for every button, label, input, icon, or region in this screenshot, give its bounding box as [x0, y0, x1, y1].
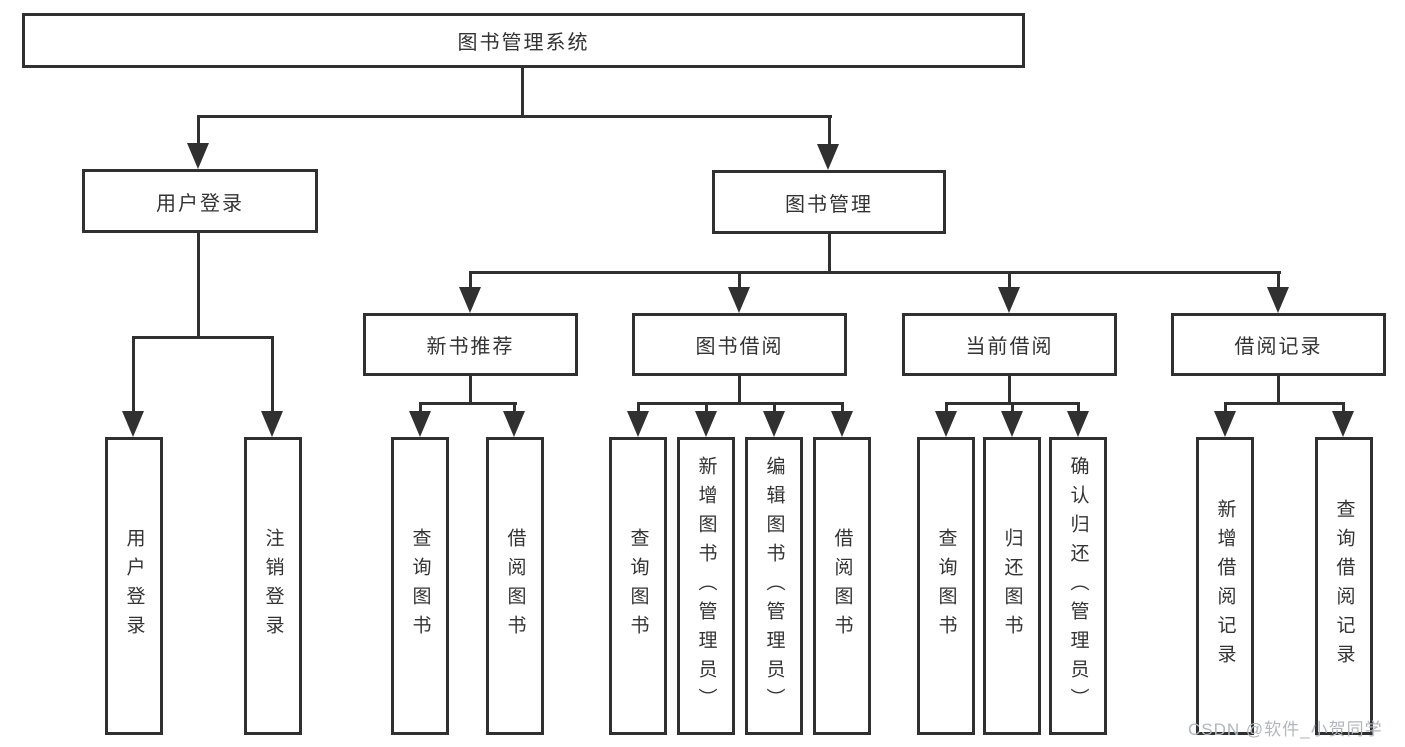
connector-drop-add-book [705, 402, 708, 414]
connector-borrow-record-trunk [1277, 376, 1280, 404]
arrow-to-confirm-return [1067, 411, 1089, 437]
connector-new-book-rec-branch [419, 402, 517, 405]
arrow-to-query-book-3 [935, 411, 957, 437]
connector-drop-new-book-rec [469, 271, 472, 290]
node-current-borrow-label: 当前借阅 [965, 336, 1054, 358]
leaf-borrow-book-2-label: 借阅图书 [831, 528, 853, 644]
connector-drop-user-login [197, 115, 200, 145]
arrow-to-borrow-book-2 [831, 411, 853, 437]
leaf-confirm-return: 确认归还（管理员） [1049, 437, 1107, 735]
connector-drop-edit-book [773, 402, 776, 414]
leaf-add-record: 新增借阅记录 [1196, 437, 1254, 735]
connector-drop-query-book-3 [945, 402, 948, 414]
arrow-to-add-book [695, 411, 717, 437]
connector-drop-leaf-logout [271, 336, 274, 413]
leaf-query-book-3-label: 查询图书 [935, 528, 957, 644]
arrow-to-book-borrow [728, 287, 750, 313]
connector-drop-book-mgmt [828, 115, 831, 146]
connector-user-login-branch [132, 336, 274, 339]
connector-new-book-rec-trunk [469, 376, 472, 404]
leaf-query-book-1: 查询图书 [391, 437, 449, 735]
leaf-user-login-label: 用户登录 [123, 528, 145, 644]
node-user-login-label: 用户登录 [156, 192, 244, 215]
connector-root-trunk [521, 66, 524, 117]
leaf-confirm-return-label: 确认归还（管理员） [1067, 455, 1089, 717]
arrow-to-query-book-2 [627, 411, 649, 437]
connector-drop-leaf-user-login [132, 336, 135, 413]
leaf-query-book-1-label: 查询图书 [409, 528, 431, 644]
connector-drop-return-book [1011, 402, 1014, 414]
connector-drop-book-borrow [738, 271, 741, 290]
arrow-to-query-record [1332, 411, 1354, 437]
leaf-return-book: 归还图书 [983, 437, 1041, 735]
arrow-to-leaf-logout [261, 411, 283, 437]
connector-current-borrow-trunk [1008, 376, 1011, 404]
leaf-borrow-book-1: 借阅图书 [486, 437, 544, 735]
connector-book-borrow-branch [637, 402, 844, 405]
leaf-borrow-book-2: 借阅图书 [813, 437, 871, 735]
connector-book-borrow-trunk [738, 376, 741, 404]
arrow-to-query-book-1 [409, 411, 431, 437]
node-root-label: 图书管理系统 [457, 32, 590, 54]
leaf-query-book-2: 查询图书 [609, 437, 667, 735]
leaf-add-book: 新增图书（管理员） [677, 437, 735, 735]
node-root: 图书管理系统 [22, 13, 1025, 68]
node-book-mgmt-label: 图书管理 [785, 193, 873, 216]
connector-drop-borrow-book-2 [841, 402, 844, 414]
connector-drop-query-record [1342, 402, 1345, 414]
connector-level1-branch [197, 115, 832, 118]
arrow-to-leaf-user-login [122, 411, 144, 437]
leaf-query-record-label: 查询借阅记录 [1333, 499, 1355, 673]
leaf-add-book-label: 新增图书（管理员） [695, 455, 717, 717]
leaf-add-record-label: 新增借阅记录 [1214, 499, 1236, 673]
arrow-to-new-book-rec [459, 287, 481, 313]
connector-drop-query-book-2 [637, 402, 640, 414]
connector-level2-branch [469, 271, 1281, 274]
node-new-book-rec: 新书推荐 [363, 313, 578, 376]
leaf-query-book-3: 查询图书 [917, 437, 975, 735]
node-borrow-record: 借阅记录 [1171, 313, 1386, 376]
csdn-watermark: CSDN @软件_小贺同学 [1188, 720, 1383, 739]
connector-user-login-trunk [197, 233, 200, 338]
arrow-to-borrow-record [1267, 287, 1289, 313]
node-user-login: 用户登录 [82, 169, 318, 233]
leaf-return-book-label: 归还图书 [1001, 528, 1023, 644]
leaf-user-login: 用户登录 [105, 437, 163, 735]
leaf-query-record: 查询借阅记录 [1315, 437, 1373, 735]
connector-drop-current-borrow [1008, 271, 1011, 290]
leaf-edit-book: 编辑图书（管理员） [745, 437, 803, 735]
connector-drop-confirm-return [1077, 402, 1080, 414]
connector-drop-borrow-record [1277, 271, 1280, 290]
leaf-logout: 注销登录 [244, 437, 302, 735]
arrow-to-borrow-book-1 [503, 411, 525, 437]
connector-drop-borrow-book-1 [513, 402, 516, 414]
arrow-to-book-mgmt [817, 144, 839, 170]
node-book-borrow: 图书借阅 [632, 313, 847, 376]
connector-book-mgmt-trunk [828, 234, 831, 274]
arrow-to-return-book [1001, 411, 1023, 437]
leaf-query-book-2-label: 查询图书 [627, 528, 649, 644]
connector-drop-query-book-1 [419, 402, 422, 414]
leaf-logout-label: 注销登录 [262, 528, 284, 644]
arrow-to-user-login [187, 143, 209, 169]
arrow-to-add-record [1214, 411, 1236, 437]
node-current-borrow: 当前借阅 [902, 313, 1117, 376]
connector-drop-add-record [1224, 402, 1227, 414]
node-book-mgmt: 图书管理 [712, 170, 946, 234]
connector-borrow-record-branch [1224, 402, 1345, 405]
arrow-to-current-borrow [998, 287, 1020, 313]
node-book-borrow-label: 图书借阅 [695, 336, 784, 358]
node-borrow-record-label: 借阅记录 [1234, 336, 1323, 358]
arrow-to-edit-book [763, 411, 785, 437]
node-new-book-rec-label: 新书推荐 [426, 336, 515, 358]
leaf-edit-book-label: 编辑图书（管理员） [763, 455, 785, 717]
leaf-borrow-book-1-label: 借阅图书 [504, 528, 526, 644]
